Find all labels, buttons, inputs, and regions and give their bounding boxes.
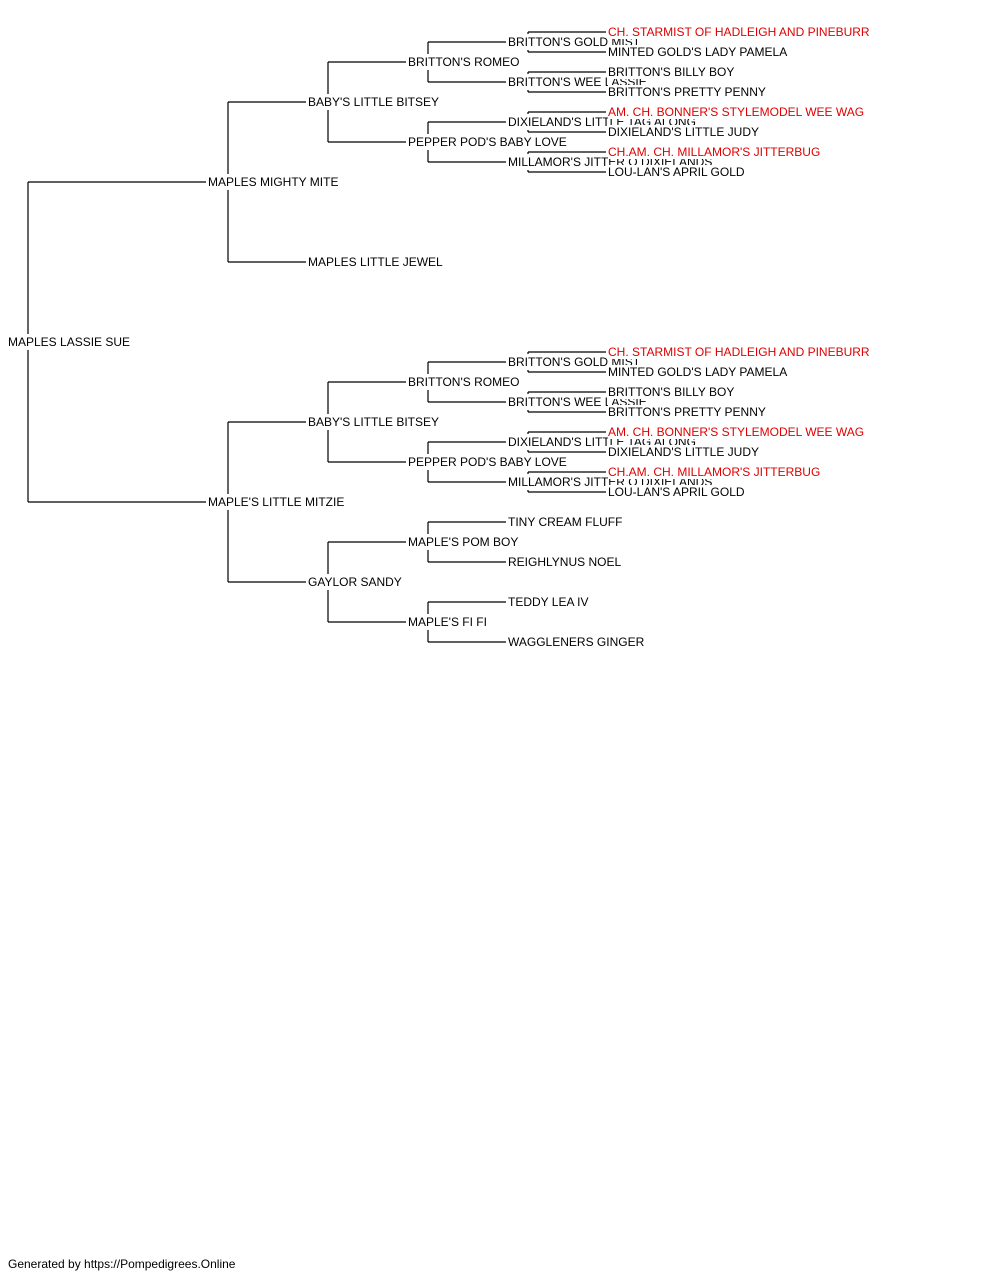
- dog-name-baby-s-little-bitsey: BABY'S LITTLE BITSEY: [308, 95, 441, 109]
- dog-name-am-ch-bonner-s-stylemodel-wee-wag: AM. CH. BONNER'S STYLEMODEL WEE WAG: [608, 425, 866, 439]
- dog-name-britton-s-pretty-penny: BRITTON'S PRETTY PENNY: [608, 85, 767, 99]
- dog-name-reighlynus-noel: REIGHLYNUS NOEL: [508, 555, 623, 569]
- dog-name-lou-lan-s-april-gold: LOU-LAN'S APRIL GOLD: [608, 485, 746, 499]
- dog-name-dixieland-s-little-judy: DIXIELAND'S LITTLE JUDY: [608, 445, 760, 459]
- dog-name-tiny-cream-fluff: TINY CREAM FLUFF: [508, 515, 624, 529]
- dog-name-britton-s-pretty-penny: BRITTON'S PRETTY PENNY: [608, 405, 767, 419]
- dog-name-maples-mighty-mite: MAPLES MIGHTY MITE: [208, 175, 340, 189]
- dog-name-britton-s-billy-boy: BRITTON'S BILLY BOY: [608, 385, 736, 399]
- dog-name-dixieland-s-little-judy: DIXIELAND'S LITTLE JUDY: [608, 125, 760, 139]
- dog-name-gaylor-sandy: GAYLOR SANDY: [308, 575, 403, 589]
- dog-name-baby-s-little-bitsey: BABY'S LITTLE BITSEY: [308, 415, 441, 429]
- dog-name-waggleners-ginger: WAGGLENERS GINGER: [508, 635, 646, 649]
- dog-name-maple-s-little-mitzie: MAPLE'S LITTLE MITZIE: [208, 495, 346, 509]
- dog-name-minted-gold-s-lady-pamela: MINTED GOLD'S LADY PAMELA: [608, 365, 789, 379]
- generated-by-footer: Generated by https://Pompedigrees.Online: [8, 1257, 236, 1271]
- dog-name-britton-s-billy-boy: BRITTON'S BILLY BOY: [608, 65, 736, 79]
- dog-name-ch-starmist-of-hadleigh-and-pineburr: CH. STARMIST OF HADLEIGH AND PINEBURR: [608, 25, 871, 39]
- dog-name-minted-gold-s-lady-pamela: MINTED GOLD'S LADY PAMELA: [608, 45, 789, 59]
- dog-name-ch-am-ch-millamor-s-jitterbug: CH.AM. CH. MILLAMOR'S JITTERBUG: [608, 145, 822, 159]
- dog-name-ch-am-ch-millamor-s-jitterbug: CH.AM. CH. MILLAMOR'S JITTERBUG: [608, 465, 822, 479]
- dog-name-lou-lan-s-april-gold: LOU-LAN'S APRIL GOLD: [608, 165, 746, 179]
- dog-name-maples-lassie-sue: MAPLES LASSIE SUE: [8, 335, 132, 349]
- dog-name-britton-s-romeo: BRITTON'S ROMEO: [408, 55, 521, 69]
- dog-name-maples-little-jewel: MAPLES LITTLE JEWEL: [308, 255, 444, 269]
- dog-name-pepper-pod-s-baby-love: PEPPER POD'S BABY LOVE: [408, 455, 568, 469]
- dog-name-pepper-pod-s-baby-love: PEPPER POD'S BABY LOVE: [408, 135, 568, 149]
- dog-name-am-ch-bonner-s-stylemodel-wee-wag: AM. CH. BONNER'S STYLEMODEL WEE WAG: [608, 105, 866, 119]
- dog-name-maple-s-pom-boy: MAPLE'S POM BOY: [408, 535, 520, 549]
- dog-name-ch-starmist-of-hadleigh-and-pineburr: CH. STARMIST OF HADLEIGH AND PINEBURR: [608, 345, 871, 359]
- dog-name-britton-s-romeo: BRITTON'S ROMEO: [408, 375, 521, 389]
- dog-name-britton-s-gold-mist: BRITTON'S GOLD MIST: [508, 35, 642, 49]
- dog-name-maple-s-fi-fi: MAPLE'S FI FI: [408, 615, 488, 629]
- dog-name-britton-s-gold-mist: BRITTON'S GOLD MIST: [508, 355, 642, 369]
- dog-name-teddy-lea-iv: TEDDY LEA IV: [508, 595, 590, 609]
